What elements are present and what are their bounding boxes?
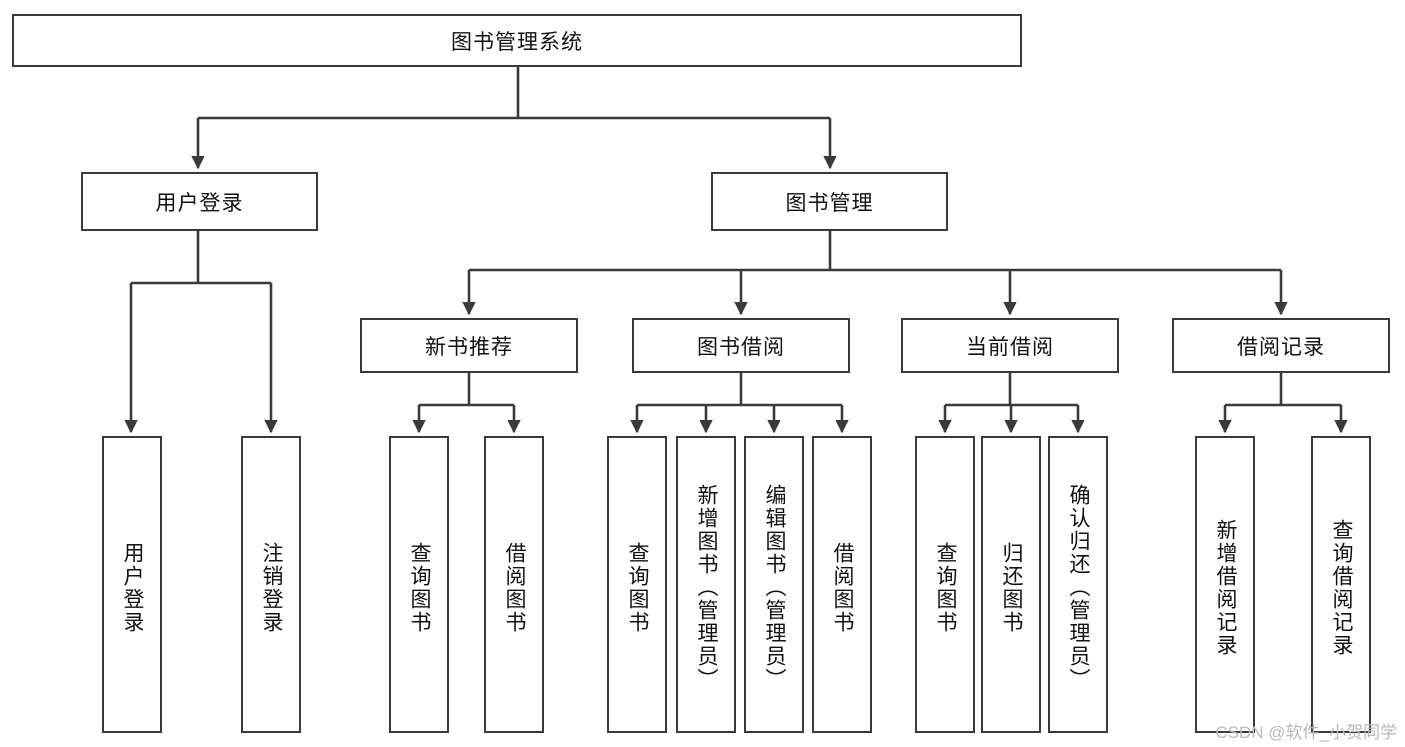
leaf-logout-label: 注销登录 bbox=[260, 541, 284, 634]
node-book-manage[interactable]: 图书管理 bbox=[711, 172, 948, 231]
leaf-bookborrow-edit-book[interactable]: 编辑图书（管理员） bbox=[744, 436, 804, 733]
leaf-currentborrow-query-book-label: 查询图书 bbox=[934, 541, 958, 634]
leaf-user-login-label: 用户登录 bbox=[121, 541, 145, 634]
node-new-book[interactable]: 新书推荐 bbox=[360, 318, 578, 373]
leaf-newbook-borrow-book[interactable]: 借阅图书 bbox=[484, 436, 544, 733]
node-new-book-label: 新书推荐 bbox=[425, 335, 513, 359]
node-root-label: 图书管理系统 bbox=[451, 30, 583, 54]
leaf-bookborrow-query-book-label: 查询图书 bbox=[626, 541, 650, 634]
leaf-bookborrow-query-book[interactable]: 查询图书 bbox=[607, 436, 667, 733]
csdn-watermark: CSDN @软件_小贺同学 bbox=[1215, 723, 1397, 742]
node-book-manage-label: 图书管理 bbox=[785, 191, 874, 215]
leaf-borrowrecord-query-label: 查询借阅记录 bbox=[1330, 518, 1354, 657]
node-borrow-record[interactable]: 借阅记录 bbox=[1172, 318, 1390, 373]
leaf-bookborrow-borrow-book[interactable]: 借阅图书 bbox=[812, 436, 872, 733]
leaf-currentborrow-confirm-return[interactable]: 确认归还（管理员） bbox=[1048, 436, 1108, 733]
leaf-currentborrow-confirm-return-label: 确认归还（管理员） bbox=[1067, 484, 1091, 691]
node-user-login-label: 用户登录 bbox=[155, 191, 244, 215]
leaf-bookborrow-borrow-book-label: 借阅图书 bbox=[831, 541, 855, 634]
node-user-login[interactable]: 用户登录 bbox=[81, 172, 318, 231]
node-current-borrow-label: 当前借阅 bbox=[966, 335, 1054, 359]
leaf-currentborrow-query-book[interactable]: 查询图书 bbox=[915, 436, 975, 733]
leaf-logout[interactable]: 注销登录 bbox=[241, 436, 301, 733]
leaf-borrowrecord-query[interactable]: 查询借阅记录 bbox=[1311, 436, 1371, 733]
leaf-bookborrow-add-book[interactable]: 新增图书（管理员） bbox=[676, 436, 736, 733]
node-book-borrow-label: 图书借阅 bbox=[697, 335, 785, 359]
leaf-currentborrow-return-book[interactable]: 归还图书 bbox=[981, 436, 1041, 733]
leaf-borrowrecord-add-label: 新增借阅记录 bbox=[1214, 518, 1238, 657]
node-root[interactable]: 图书管理系统 bbox=[12, 14, 1022, 67]
leaf-user-login[interactable]: 用户登录 bbox=[102, 436, 162, 733]
node-book-borrow[interactable]: 图书借阅 bbox=[632, 318, 850, 373]
leaf-bookborrow-add-book-label: 新增图书（管理员） bbox=[695, 484, 719, 691]
leaf-borrowrecord-add[interactable]: 新增借阅记录 bbox=[1195, 436, 1255, 733]
leaf-bookborrow-edit-book-label: 编辑图书（管理员） bbox=[763, 484, 787, 691]
node-current-borrow[interactable]: 当前借阅 bbox=[901, 318, 1119, 373]
leaf-newbook-query-book[interactable]: 查询图书 bbox=[389, 436, 449, 733]
leaf-newbook-borrow-book-label: 借阅图书 bbox=[503, 541, 527, 634]
leaf-newbook-query-book-label: 查询图书 bbox=[408, 541, 432, 634]
node-borrow-record-label: 借阅记录 bbox=[1237, 335, 1325, 359]
leaf-currentborrow-return-book-label: 归还图书 bbox=[1000, 541, 1024, 634]
